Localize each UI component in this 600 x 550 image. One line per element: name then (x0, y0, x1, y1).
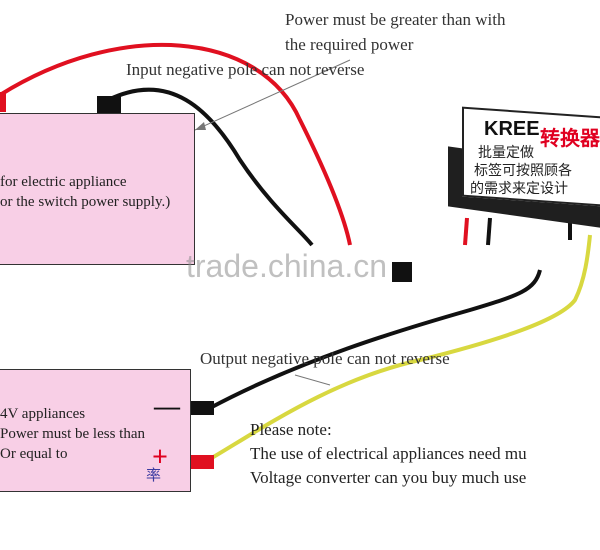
loose-black-plug (392, 262, 412, 282)
power-supply-text-1: for electric appliance (0, 174, 127, 190)
appliance-box (0, 369, 191, 492)
converter-title-zh: 转换器 (540, 128, 600, 150)
pointer-arrow-power (194, 59, 351, 131)
input-negative-wire (107, 87, 314, 247)
output-negative-annotation: Output negative pole can not reverse (200, 349, 450, 368)
input-negative-terminal (97, 96, 121, 114)
note-line1: The use of electrical appliances need mu (250, 444, 527, 463)
input-negative-annotation: Input negative pole can not reverse (126, 60, 365, 79)
appliance-text-1: 4V appliances (0, 406, 86, 422)
converter-zh-line3: 的需求来定设计 (470, 182, 568, 197)
pointer-arrow-output (294, 374, 331, 386)
power-supply-box (0, 113, 195, 265)
watermark: trade.china.cn (186, 248, 388, 284)
converter-black-lead (486, 217, 492, 246)
power-annotation-line2: the required power (285, 35, 414, 54)
converter-red-lead (463, 217, 469, 246)
note-heading: Please note: (250, 420, 332, 439)
output-negative-terminal (188, 401, 214, 415)
appliance-text-2: Power must be less than (0, 426, 145, 442)
output-negative-wire (209, 269, 542, 410)
power-annotation-line1: Power must be greater than with (285, 10, 506, 29)
appliance-minus-symbol: — (154, 392, 180, 421)
note-line2: Voltage converter can you buy much use (250, 468, 527, 487)
input-positive-terminal (0, 92, 6, 112)
output-positive-wire (203, 234, 592, 464)
converter-zh-line1: 批量定做 (478, 146, 534, 161)
appliance-text-3: Or equal to (0, 446, 68, 462)
voltage-converter-module: KREE 转换器 批量定做 标签可按照顾各 的需求来定设计 (440, 106, 600, 230)
converter-zh-line2: 标签可按照顾各 (474, 164, 572, 179)
converter-brand: KREE (484, 118, 540, 140)
power-supply-text-2: or the switch power supply.) (0, 194, 171, 210)
appliance-plus-symbol: + (152, 442, 168, 473)
input-positive-wire (0, 42, 352, 246)
output-positive-terminal (188, 455, 214, 469)
appliance-zh-label: 率 (146, 468, 162, 484)
